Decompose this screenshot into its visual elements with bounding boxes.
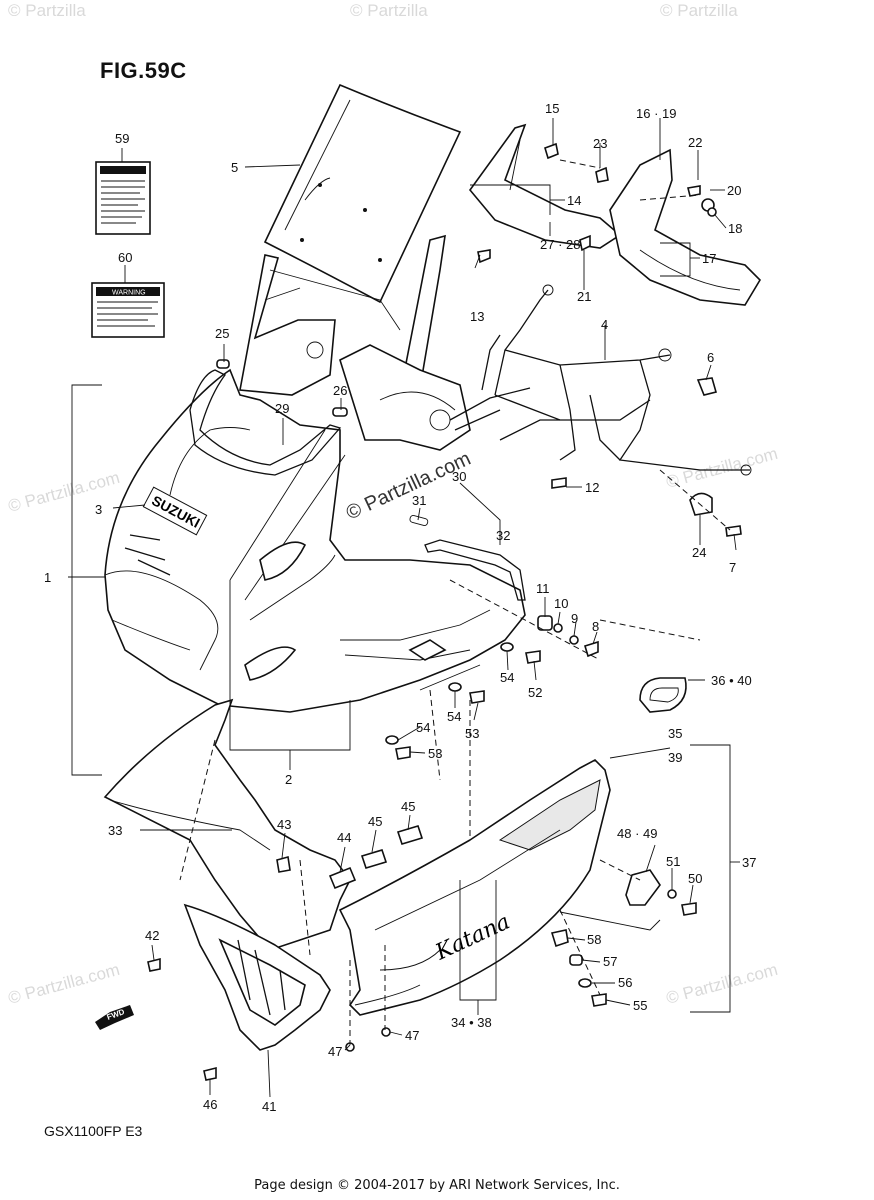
callout-25: 25 [215, 326, 229, 341]
callouts: 5 59 60 25 26 29 3 1 2 30 31 32 13 15 14… [44, 101, 756, 1114]
trim-32 [409, 514, 526, 601]
callout-58: 58 [587, 932, 601, 947]
callout-4: 4 [601, 317, 608, 332]
fairing-trim-29 [189, 369, 342, 476]
inner-cover-upper [468, 123, 622, 249]
callout-14: 14 [567, 193, 581, 208]
callout-33: 33 [108, 823, 122, 838]
callout-17: 17 [702, 251, 716, 266]
callout-45-a: 45 [368, 814, 382, 829]
warning-label-59 [95, 161, 151, 235]
callout-30: 30 [452, 469, 466, 484]
callout-44: 44 [337, 830, 351, 845]
callout-5: 5 [231, 160, 238, 175]
callout-54-b: 54 [447, 709, 461, 724]
callout-21: 21 [577, 289, 591, 304]
callout-34-38: 34 • 38 [451, 1015, 492, 1030]
callout-46: 46 [203, 1097, 217, 1112]
callout-24: 24 [692, 545, 706, 560]
callout-50: 50 [688, 871, 702, 886]
lower-cowl-33 [103, 698, 351, 951]
upper-fairing-frame [481, 284, 752, 476]
callout-56: 56 [618, 975, 632, 990]
callout-45-b: 45 [401, 799, 415, 814]
assembly-dashes [179, 159, 731, 1045]
side-cowl-35: Katana [338, 759, 611, 1016]
callout-26: 26 [333, 383, 347, 398]
leader-lines [68, 118, 740, 1098]
callout-20: 20 [727, 183, 741, 198]
watermark-left-mid: © Partzilla.com [6, 468, 122, 516]
callout-6: 6 [707, 350, 714, 365]
callout-12: 12 [585, 480, 599, 495]
callout-57: 57 [603, 954, 617, 969]
callout-22: 22 [688, 135, 702, 150]
callout-55: 55 [633, 998, 647, 1013]
callout-52: 52 [528, 685, 542, 700]
callout-10: 10 [554, 596, 568, 611]
callout-53-b: 53 [428, 746, 442, 761]
watermark-left-bottom: © Partzilla.com [6, 960, 122, 1008]
warning-label-text: WARNING [112, 290, 146, 297]
callout-36-40: 36 • 40 [711, 673, 752, 688]
watermark-top-right: © Partzilla [660, 1, 738, 20]
warning-label-60: WARNING [91, 282, 165, 338]
callout-23: 23 [593, 136, 607, 151]
callout-32: 32 [496, 528, 510, 543]
forward-arrow: FWD [95, 1005, 134, 1030]
callout-39: 39 [668, 750, 682, 765]
callout-7: 7 [729, 560, 736, 575]
callout-15: 15 [545, 101, 559, 116]
page-footer: Page design © 2004-2017 by ARI Network S… [254, 1178, 620, 1193]
watermark-right-bottom: © Partzilla.com [664, 960, 780, 1008]
model-code: GSX1100FP E3 [44, 1123, 143, 1139]
windscreen [263, 83, 462, 304]
callout-29: 29 [275, 401, 289, 416]
watermark-top-left: © Partzilla [8, 1, 86, 20]
callout-8: 8 [592, 619, 599, 634]
callout-48-49: 48 · 49 [617, 826, 657, 841]
front-lower-panel [183, 903, 331, 1051]
callout-11: 11 [536, 581, 550, 596]
callout-2: 2 [285, 772, 292, 787]
callout-43: 43 [277, 817, 291, 832]
callout-37: 37 [742, 855, 756, 870]
callout-59: 59 [115, 131, 129, 146]
watermark-center: © Partzilla.com [343, 448, 474, 525]
callout-47-a: 47 [405, 1028, 419, 1043]
callout-54-a: 54 [500, 670, 514, 685]
callout-60: 60 [118, 250, 132, 265]
callout-41: 41 [262, 1099, 276, 1114]
figure-title: FIG.59C [100, 58, 187, 83]
watermark-top-center: © Partzilla [350, 1, 428, 20]
callout-31: 31 [412, 493, 426, 508]
callout-18: 18 [728, 221, 742, 236]
callout-27-28: 27 · 28 [540, 237, 580, 252]
callout-51: 51 [666, 854, 680, 869]
headlight-bracket [239, 234, 531, 451]
callout-13: 13 [470, 309, 484, 324]
callout-16-19: 16 · 19 [636, 106, 676, 121]
callout-53-a: 53 [465, 726, 479, 741]
callout-9: 9 [571, 611, 578, 626]
callout-3: 3 [95, 502, 102, 517]
callout-42: 42 [145, 928, 159, 943]
callout-35: 35 [668, 726, 682, 741]
callout-1: 1 [44, 570, 51, 585]
callout-47-b: 47 [328, 1044, 342, 1059]
callout-54-c: 54 [416, 720, 430, 735]
inner-cover-side [609, 148, 762, 306]
